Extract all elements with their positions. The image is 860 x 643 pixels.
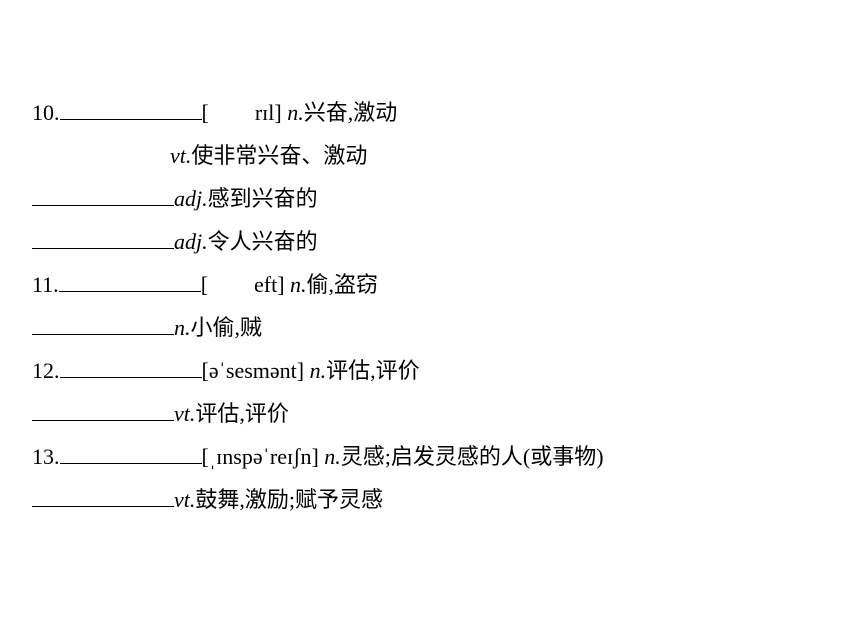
phonetic-open: [ bbox=[200, 272, 209, 297]
part-of-speech: vt. bbox=[170, 143, 192, 168]
answer-blank[interactable] bbox=[32, 400, 174, 421]
part-of-speech: adj. bbox=[174, 186, 208, 211]
definition: 鼓舞,激励;赋予灵感 bbox=[195, 487, 384, 512]
part-of-speech: n. bbox=[174, 315, 191, 340]
definition: 小偷,贼 bbox=[190, 315, 263, 340]
answer-blank[interactable] bbox=[32, 486, 174, 507]
entry-10-adj-1: adj.感到兴奋的 bbox=[32, 184, 318, 214]
entry-11: 11. [ eft] n.偷,盗窃 bbox=[32, 270, 378, 300]
phonetic: [ˌɪnspəˈreɪʃn] bbox=[201, 444, 319, 469]
entry-12-verb: vt.评估,评价 bbox=[32, 399, 289, 429]
part-of-speech: n. bbox=[309, 358, 327, 383]
phonetic: rɪl] bbox=[254, 100, 282, 125]
answer-blank[interactable] bbox=[59, 357, 202, 378]
part-of-speech: n. bbox=[324, 444, 341, 469]
entry-number: 10. bbox=[32, 100, 60, 125]
entry-13: 13. [ˌɪnspəˈreɪʃn] n.灵感;启发灵感的人(或事物) bbox=[32, 442, 604, 472]
definition: 评估,评价 bbox=[195, 401, 289, 426]
definition: 偷,盗窃 bbox=[306, 272, 379, 297]
definition: 兴奋,激动 bbox=[303, 100, 398, 125]
answer-blank[interactable] bbox=[32, 228, 174, 249]
answer-blank[interactable] bbox=[32, 185, 174, 206]
entry-10: 10. [ rɪl] n.兴奋,激动 bbox=[32, 98, 397, 128]
definition: 使非常兴奋、激动 bbox=[191, 143, 368, 168]
phonetic: eft] bbox=[254, 272, 285, 297]
answer-blank[interactable] bbox=[59, 443, 202, 464]
entry-10-verb: vt.使非常兴奋、激动 bbox=[170, 141, 367, 171]
part-of-speech: adj. bbox=[174, 229, 208, 254]
entry-number: 12. bbox=[32, 358, 60, 383]
definition: 灵感;启发灵感的人(或事物) bbox=[340, 444, 604, 469]
entry-11-noun: n.小偷,贼 bbox=[32, 313, 262, 343]
entry-number: 13. bbox=[32, 444, 60, 469]
phonetic: [əˈsesmənt] bbox=[201, 358, 305, 383]
entry-10-adj-2: adj.令人兴奋的 bbox=[32, 227, 318, 257]
entry-12: 12. [əˈsesmənt] n.评估,评价 bbox=[32, 356, 420, 386]
definition: 感到兴奋的 bbox=[207, 186, 318, 211]
part-of-speech: vt. bbox=[174, 487, 196, 512]
part-of-speech: n. bbox=[290, 272, 307, 297]
answer-blank[interactable] bbox=[59, 99, 202, 120]
answer-blank[interactable] bbox=[58, 271, 201, 292]
definition: 令人兴奋的 bbox=[207, 229, 318, 254]
phonetic-open: [ bbox=[201, 100, 209, 125]
definition: 评估,评价 bbox=[326, 358, 420, 383]
entry-13-verb: vt.鼓舞,激励;赋予灵感 bbox=[32, 485, 383, 515]
part-of-speech: vt. bbox=[174, 401, 196, 426]
entry-number: 11. bbox=[32, 272, 59, 297]
part-of-speech: n. bbox=[287, 100, 304, 125]
answer-blank[interactable] bbox=[32, 314, 174, 335]
